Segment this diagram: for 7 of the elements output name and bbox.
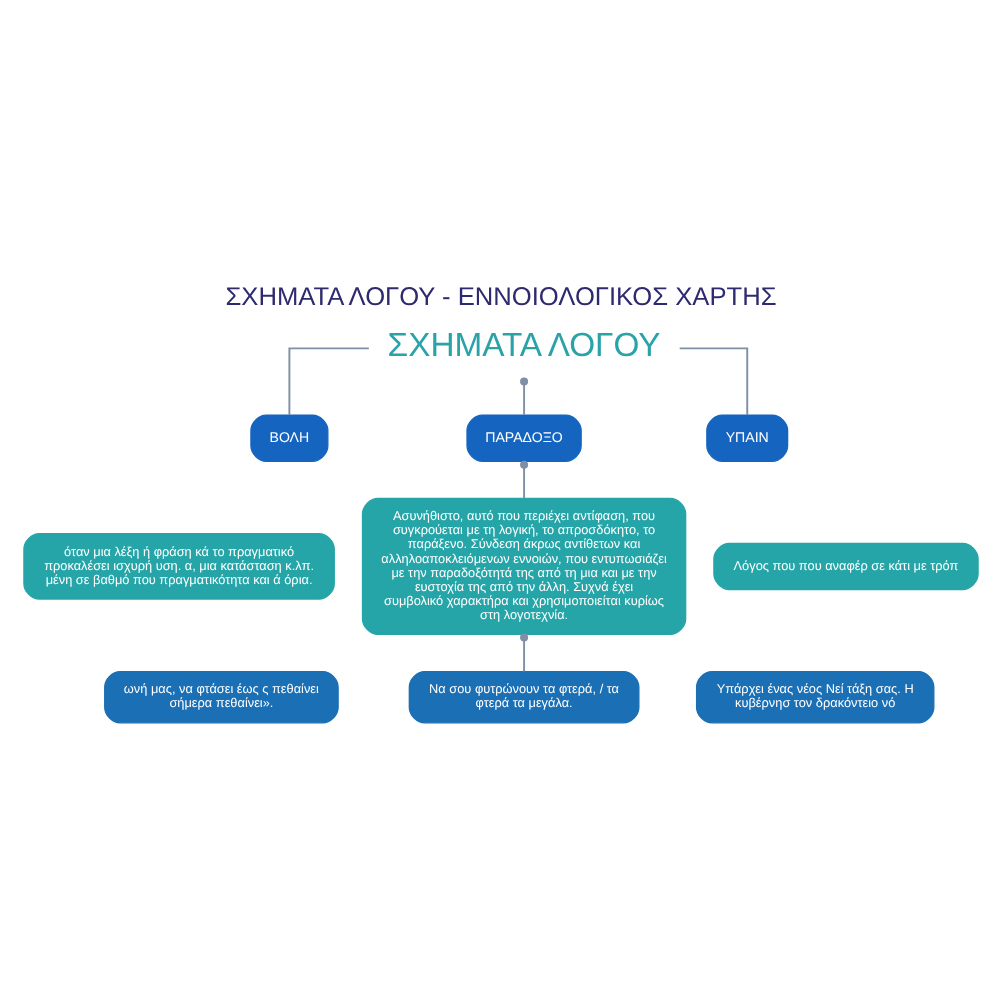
connector [677, 346, 748, 415]
connector [287, 346, 369, 415]
node-text: ΣΧΗΜΑΤΑ ΛΟΓΟΥ [386, 324, 660, 363]
diagram-title: ΣΧΗΜΑΤΑ ΛΟΓΟΥ - ΕΝΝΟΙΟΛΟΓΙΚΟΣ ΧΑΡΤΗΣ [224, 279, 776, 310]
connector [519, 632, 528, 672]
connector [519, 459, 528, 498]
connector [519, 376, 528, 415]
